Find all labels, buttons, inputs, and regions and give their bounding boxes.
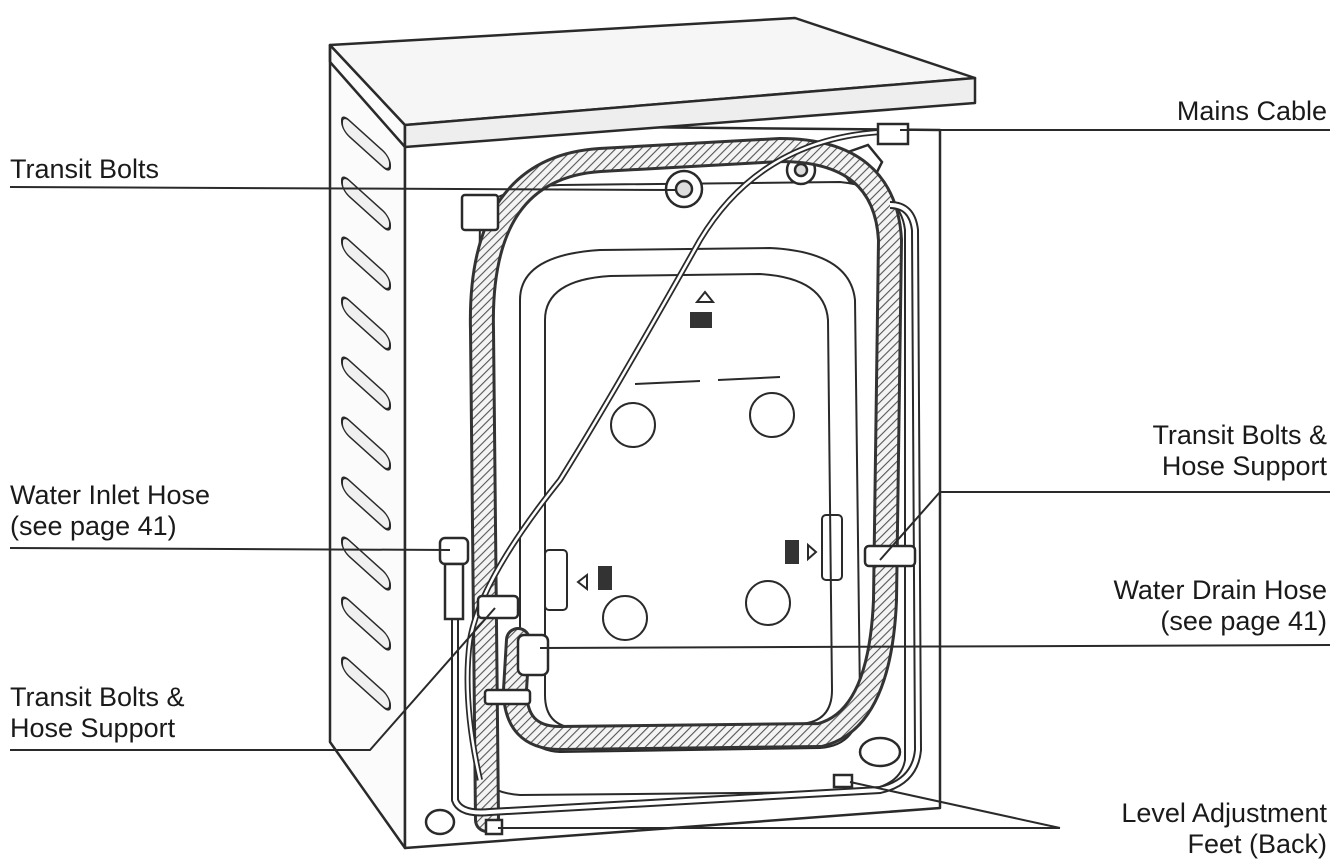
mains-cable-plug — [876, 122, 910, 146]
label-level-adjustment-feet: Level Adjustment Feet (Back) — [1121, 798, 1327, 859]
drain-hose-connector — [516, 633, 550, 677]
transit-bolt-top — [664, 169, 704, 209]
leader-water-drain-hose — [539, 644, 1331, 649]
hose-support-left — [476, 594, 532, 706]
label-transit-bolts-hose-support-right: Transit Bolts & Hose Support — [1152, 420, 1327, 481]
warning-marks — [598, 312, 799, 590]
cabinet-top-edge — [403, 76, 977, 149]
leader-transit-bolts-hose-left — [10, 607, 496, 751]
leader-transit-bolts-hose-right — [879, 491, 1330, 561]
label-water-drain-hose: Water Drain Hose (see page 41) — [1113, 575, 1327, 636]
leader-feet-2 — [849, 781, 1061, 829]
leader-transit-bolts-top — [9, 186, 677, 191]
leader-lines — [9, 129, 1331, 829]
top-left-hose-clip — [460, 193, 500, 232]
label-water-inlet-hose: Water Inlet Hose (see page 41) — [10, 480, 211, 541]
side-vents — [341, 116, 391, 711]
hose-support-right — [863, 544, 917, 568]
label-mains-cable: Mains Cable — [1176, 96, 1327, 126]
level-adjustment-feet — [424, 736, 902, 836]
water-inlet-valve — [438, 536, 470, 621]
label-transit-bolts-top: Transit Bolts — [10, 154, 160, 184]
leader-water-inlet-hose — [9, 547, 451, 551]
label-transit-bolts-hose-support-left: Transit Bolts & Hose Support — [10, 682, 185, 743]
